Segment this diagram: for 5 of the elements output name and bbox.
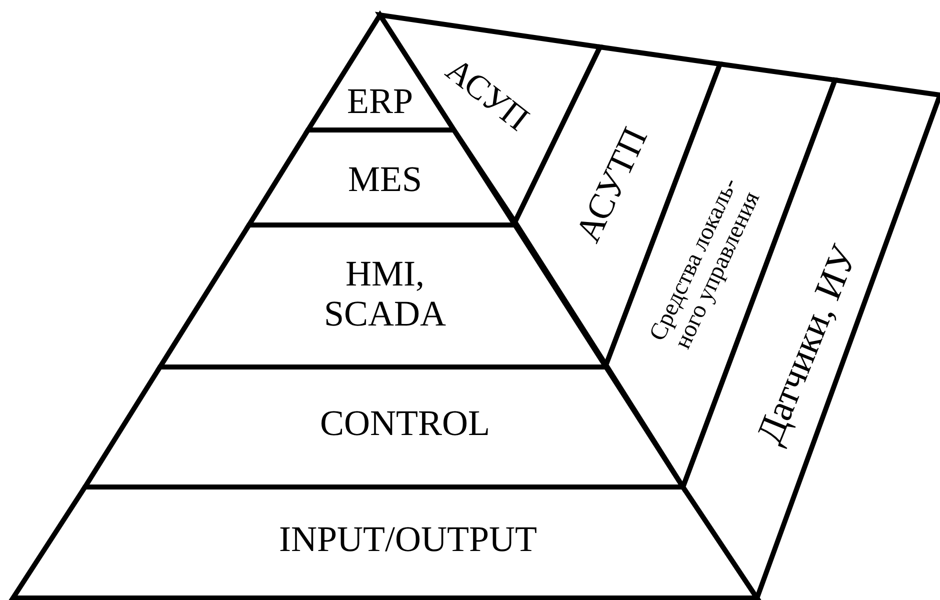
layer-label: INPUT/OUTPUT <box>279 520 537 560</box>
layer-label: ERP <box>346 82 414 122</box>
layer-label: CONTROL <box>320 404 490 444</box>
layer-label: MES <box>348 160 422 200</box>
layer-label: HMI, SCADA <box>322 254 448 334</box>
